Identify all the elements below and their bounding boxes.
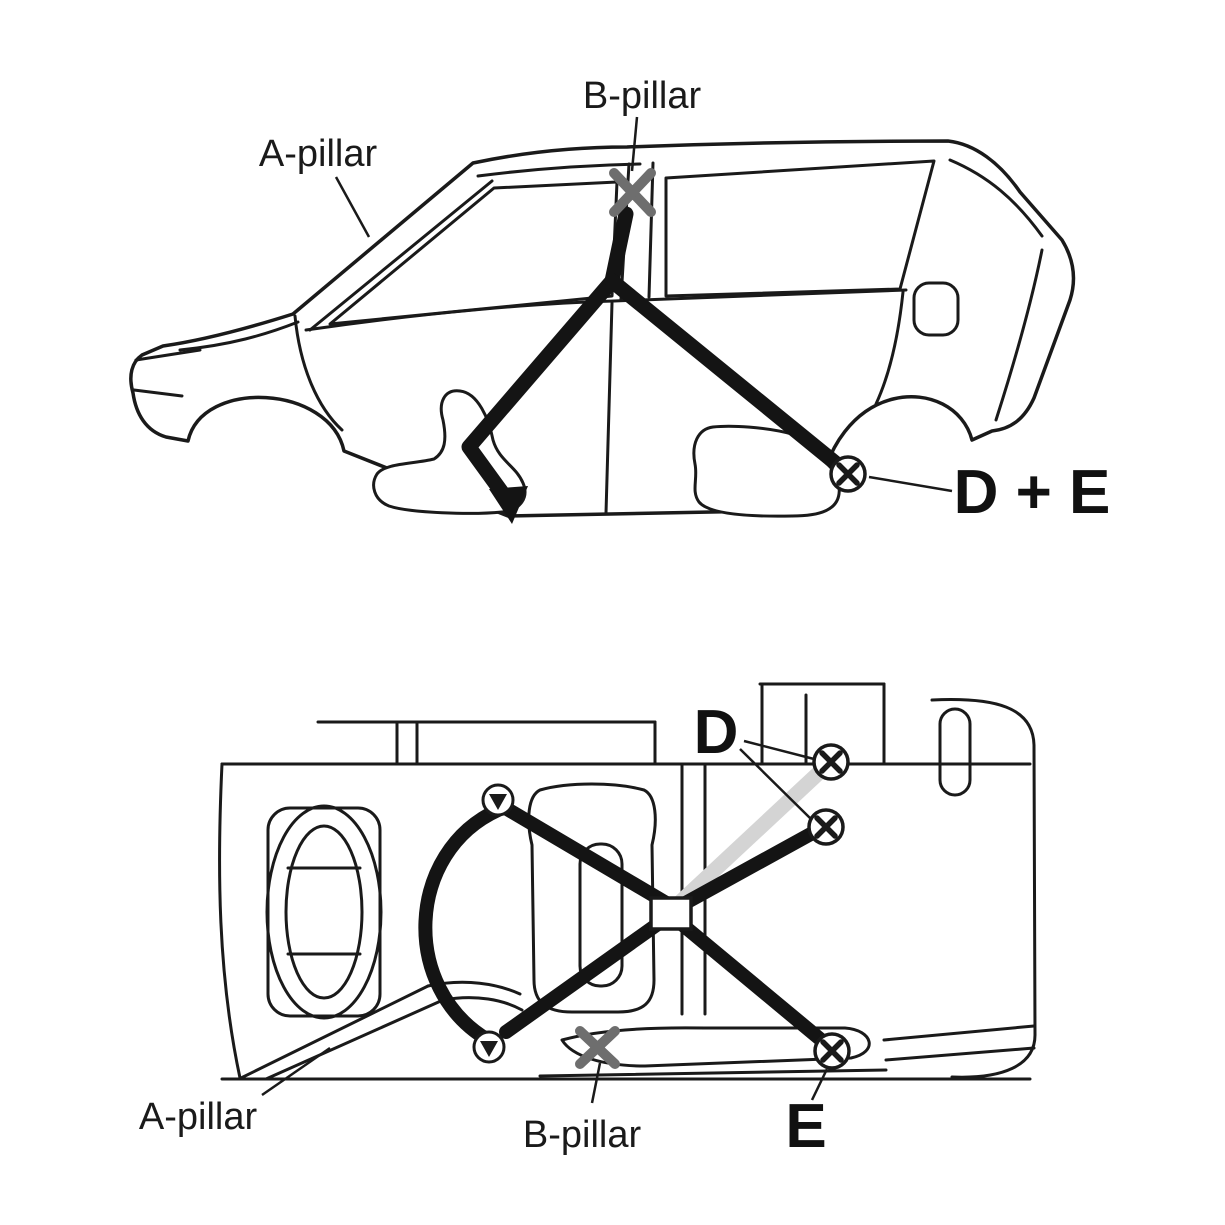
headlight-line-upper (134, 348, 202, 362)
car-body-side-outline (129, 139, 1076, 518)
arc-end-arrow-icon-top (481, 783, 515, 817)
arc-end-arrow-icon-bottom (472, 1030, 506, 1064)
belt-retractor-segment (604, 206, 634, 289)
anchor-point-icon-d2 (809, 810, 843, 844)
rear-window-frame (664, 159, 936, 298)
d-label: D (694, 698, 739, 767)
right-sill-line-2 (884, 1046, 1036, 1062)
b-pillar-x-mark-icon-top (575, 1026, 620, 1069)
windshield-inner-line (308, 179, 494, 332)
rear-headrest (912, 281, 960, 337)
a-pillar-leader (334, 176, 371, 238)
belt-diagonal-run (604, 273, 852, 478)
belt-band-light (670, 762, 830, 912)
anchor-point-icon-e (815, 1034, 849, 1068)
anchor-point-icon (831, 457, 865, 491)
front-door-edge (604, 301, 614, 515)
below-sill-line (538, 1068, 888, 1078)
d-leader-2 (739, 748, 813, 821)
belt-junction-buckle (649, 896, 693, 931)
car-body-top-outline (218, 682, 1037, 1081)
a-pillar-diagonal-2 (264, 998, 445, 1081)
steering-wheel-inner (284, 824, 364, 1000)
belt-arm-ne (673, 823, 825, 913)
a-pillar-leader-top (261, 1046, 331, 1097)
right-sill-line-1 (882, 1024, 1036, 1042)
car-body-path (129, 139, 1076, 518)
belt-arm-nw (495, 799, 675, 911)
b-pillar-x-mark-icon (609, 168, 656, 217)
a-pillar-label-side: A-pillar (259, 133, 378, 175)
e-leader (810, 1068, 829, 1101)
belt-left-arc (418, 803, 505, 1047)
side-view-diagram: B-pillar A-pillar D + E (129, 75, 1111, 527)
hood-line (178, 320, 300, 352)
d-plus-e-leader (868, 475, 953, 493)
b-pillar-label-top: B-pillar (523, 1114, 642, 1156)
rear-door-edge (874, 290, 905, 406)
front-fender-line (293, 314, 344, 432)
b-pillar-leader (630, 116, 639, 172)
right-side-bar (938, 707, 972, 797)
b-pillar-line-rear (647, 161, 655, 299)
anchor-point-icon-d1 (814, 745, 848, 779)
seatbelt-harness-side (461, 206, 852, 524)
front-left-edge (218, 762, 242, 1080)
b-pillar-leader-top (590, 1062, 602, 1104)
e-label: E (785, 1092, 826, 1161)
d-leader-1 (743, 739, 815, 761)
a-pillar-diagonal-1 (239, 984, 430, 1080)
b-pillar-label-side: B-pillar (583, 75, 702, 117)
seatbelt-harness-top (418, 762, 833, 1051)
steering-wheel-outer (265, 804, 383, 1020)
right-side-panel (930, 698, 1037, 1079)
belt-end-arrow-icon (489, 486, 528, 524)
roof-inner-line (476, 162, 642, 178)
top-view-diagram: D E A-pillar B-pillar (139, 682, 1037, 1161)
belt-arm-se (671, 914, 833, 1051)
a-pillar-label-top: A-pillar (139, 1096, 258, 1138)
c-pillar-inner-line (948, 158, 1044, 238)
headlight-line-lower (132, 388, 184, 398)
rear-hatch-line (994, 248, 1044, 422)
belt-lap-run (461, 273, 620, 506)
leader-lines-side (334, 116, 953, 493)
belt-arm-sw (499, 914, 669, 1039)
anchor-de-label: D + E (954, 458, 1111, 527)
leader-lines-top (261, 739, 829, 1104)
